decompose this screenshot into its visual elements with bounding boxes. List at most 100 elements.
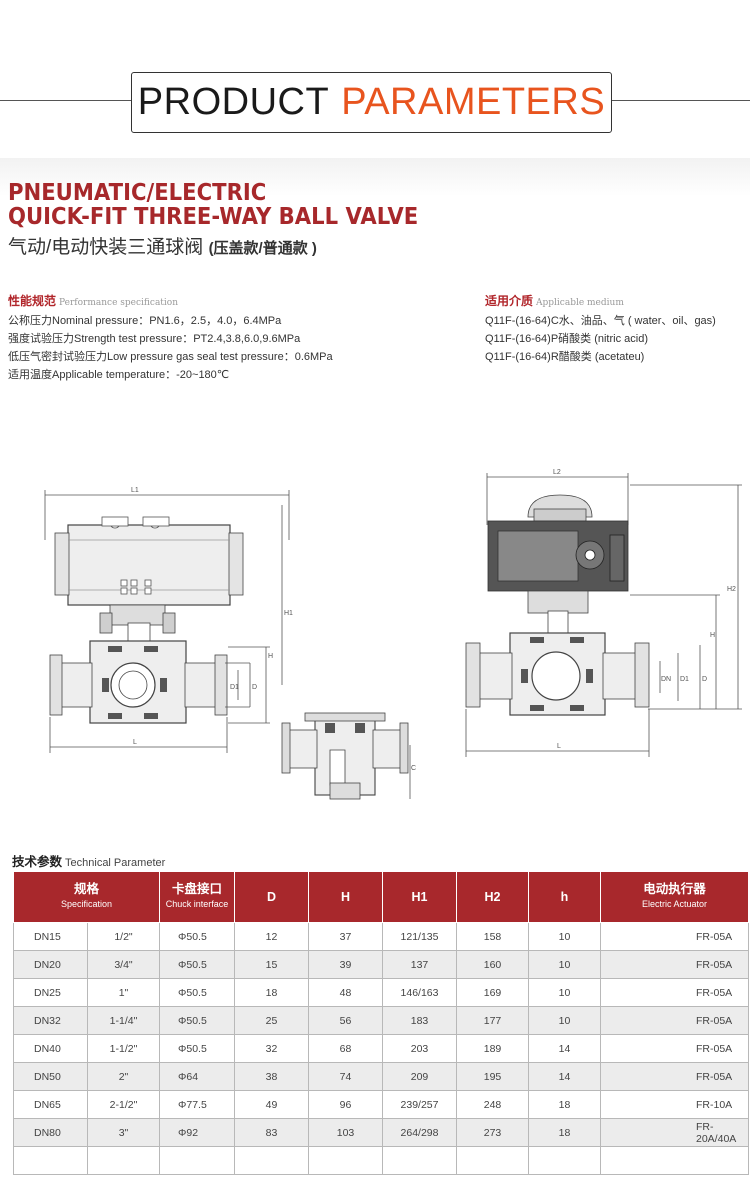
dim-label-H2: H2 [727,586,736,593]
table-cell [234,1146,309,1175]
col-head-H: H [308,871,383,923]
table-cell: FR-05A [600,1034,749,1063]
product-title-line2: QUICK-FIT THREE-WAY BALL VALVE [8,204,419,230]
table-cell: 137 [382,950,457,979]
table-cell [382,1146,457,1175]
table-cell: Φ50.5 [159,950,235,979]
table-cell: Φ50.5 [159,922,235,951]
dim-label-D1-left: D1 [230,684,239,691]
dim-label-H-left: H [268,653,273,660]
table-cell: 48 [308,978,383,1007]
dim-label-L-left: L [133,739,137,746]
table-cell: 248 [456,1090,529,1119]
table-cell: 10 [528,950,601,979]
dim-label-L1: L1 [131,487,139,494]
dim-label-DN: DN [661,676,671,683]
table-cell [528,1146,601,1175]
table-cell: 39 [308,950,383,979]
header-rule-left [0,100,132,101]
tech-heading-en: Technical Parameter [65,857,166,869]
dim-label-C: C [411,765,416,772]
table-cell: 189 [456,1034,529,1063]
electric-valve-drawing: L2 DN D1 D H [465,469,742,757]
dim-label-L-right: L [557,743,561,750]
section-view-drawing: C [281,712,416,800]
table-cell: 1-1/4" [87,1006,160,1035]
table-cell: 1/2" [87,922,160,951]
table-cell: FR-05A [600,922,749,951]
table-cell: 183 [382,1006,457,1035]
table-cell: Φ50.5 [159,1006,235,1035]
table-cell: 195 [456,1062,529,1091]
table-cell: 68 [308,1034,383,1063]
table-cell: Φ92 [159,1118,235,1147]
dim-label-D1-right: D1 [680,676,689,683]
table-cell [456,1146,529,1175]
table-cell: 15 [234,950,309,979]
performance-list: 公称压力Nominal pressure：PN1.6，2.5，4.0，6.4MP… [8,312,333,384]
table-cell: 264/298 [382,1118,457,1147]
performance-line: 强度试验压力Strength test pressure：PT2.4,3.8,6… [8,333,301,345]
table-cell: 18 [528,1118,601,1147]
medium-heading-cn: 适用介质 [485,294,534,308]
product-title-line1: PNEUMATIC/ELECTRIC [8,180,267,206]
performance-line: 低压气密封试验压力Low pressure gas seal test pres… [8,351,333,363]
product-title-cn-text: 气动/电动快装三通球阀 [8,237,204,258]
table-cell: 18 [528,1090,601,1119]
table-cell: 49 [234,1090,309,1119]
table-cell: DN15 [13,922,88,951]
table-cell: 1" [87,978,160,1007]
table-cell: 1-1/2" [87,1034,160,1063]
table-cell: 3" [87,1118,160,1147]
table-cell: 37 [308,922,383,951]
technical-drawing: L1 [44,469,742,800]
dim-label-D-right: D [702,676,707,683]
table-cell: 103 [308,1118,383,1147]
table-cell: FR-05A [600,950,749,979]
table-cell: Φ77.5 [159,1090,235,1119]
section-header: PRODUCT PARAMETERS [131,72,612,133]
table-cell: 209 [382,1062,457,1091]
table-cell: 239/257 [382,1090,457,1119]
table-cell: DN40 [13,1034,88,1063]
col-head-D: D [234,871,309,923]
table-cell: FR-20A/40A [600,1118,749,1147]
table-cell: 25 [234,1006,309,1035]
table-cell: 10 [528,1006,601,1035]
medium-list: Q11F-(16-64)C水、油品、气 ( water、oil、gas) Q11… [485,312,716,366]
table-cell: 32 [234,1034,309,1063]
table-cell: DN25 [13,978,88,1007]
table-cell: Φ50.5 [159,978,235,1007]
table-cell: FR-10A [600,1090,749,1119]
table-cell: 96 [308,1090,383,1119]
header-word-parameters: PARAMETERS [341,81,606,123]
medium-heading-en: Applicable medium [536,298,624,308]
table-cell [159,1146,235,1175]
table-cell: 273 [456,1118,529,1147]
performance-heading-cn: 性能规范 [8,294,57,308]
table-cell: 56 [308,1006,383,1035]
product-title-cn-note: (压盖款/普通款 ) [208,240,317,257]
performance-heading-en: Performance specification [59,298,179,308]
table-cell: 38 [234,1062,309,1091]
table-cell: 14 [528,1062,601,1091]
table-cell [308,1146,383,1175]
table-cell: 18 [234,978,309,1007]
pneumatic-valve-drawing: L1 [44,487,293,753]
table-cell [13,1146,88,1175]
table-cell: 169 [456,978,529,1007]
header-word-product: PRODUCT [137,81,330,123]
table-cell: 177 [456,1006,529,1035]
table-cell: 121/135 [382,922,457,951]
table-cell: 10 [528,922,601,951]
table-cell: DN20 [13,950,88,979]
